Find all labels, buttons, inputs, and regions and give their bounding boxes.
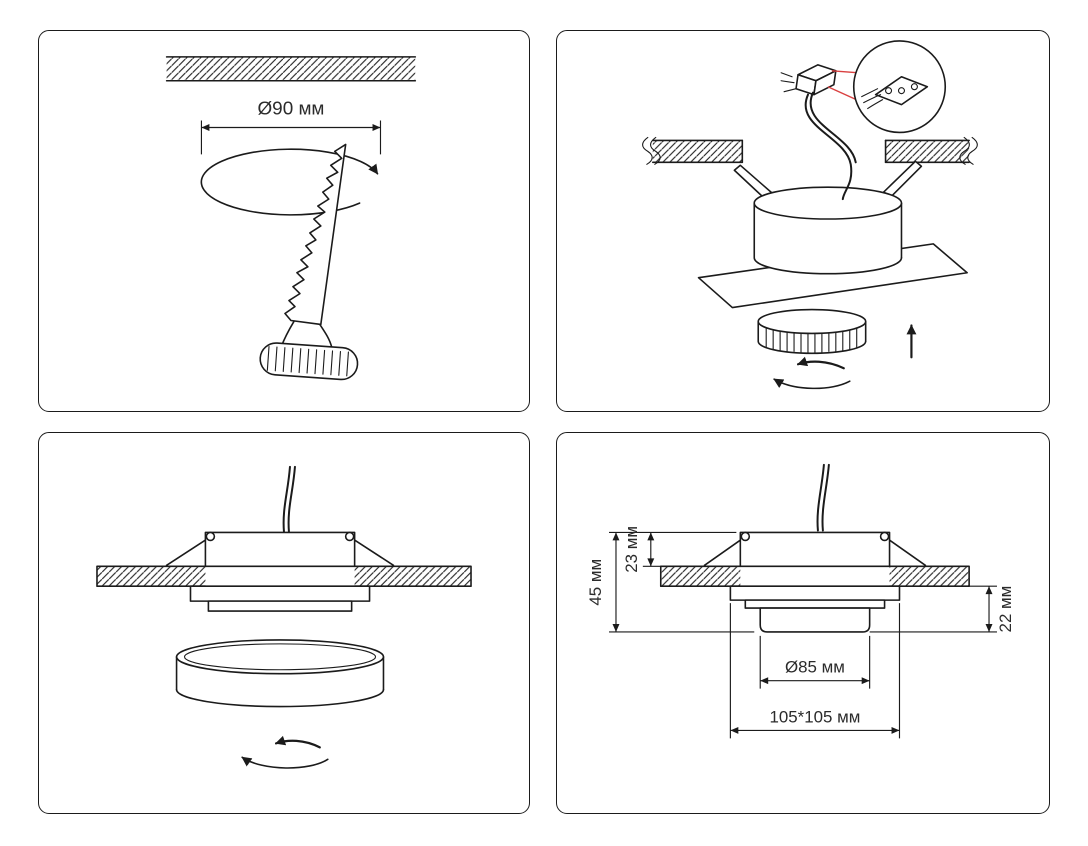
spring-pivot bbox=[205, 531, 216, 542]
keyhole-saw-icon bbox=[259, 143, 359, 381]
dimensions-illustration: 45 мм 23 мм 22 мм Ø85 мм bbox=[586, 463, 1015, 739]
lamp-diameter-label: Ø85 мм bbox=[785, 658, 845, 677]
protrusion-label: 22 мм bbox=[996, 586, 1015, 633]
dimension-lamp-diameter: Ø85 мм bbox=[759, 635, 871, 689]
terminal-detail-circle bbox=[852, 40, 947, 134]
ceiling-section bbox=[165, 56, 417, 82]
trim-inner-step bbox=[207, 600, 353, 612]
panel-dimensions: 45 мм 23 мм 22 мм Ø85 мм bbox=[556, 432, 1050, 814]
spring-clips bbox=[703, 538, 927, 567]
dimension-recess-height: 23 мм bbox=[622, 526, 661, 573]
trim-flange bbox=[729, 585, 901, 601]
supply-wire bbox=[282, 465, 296, 534]
overall-height-label: 45 мм bbox=[586, 559, 605, 606]
saw-handle bbox=[259, 342, 359, 381]
supply-wire bbox=[804, 91, 857, 201]
trim-size-label: 105*105 мм bbox=[769, 707, 860, 726]
fixture-housing bbox=[739, 531, 891, 568]
lamp bbox=[759, 607, 871, 633]
fixture-body bbox=[753, 186, 903, 275]
hole-circle-arrow bbox=[200, 148, 379, 216]
lamp bbox=[175, 639, 385, 708]
wiring-illustration bbox=[642, 40, 978, 390]
panel-step-mounted bbox=[38, 432, 530, 814]
rotate-arrow-icon bbox=[773, 356, 851, 390]
break-mark-left bbox=[642, 136, 661, 165]
cut-hole-illustration: Ø90 мм bbox=[165, 56, 417, 381]
ceiling-section bbox=[659, 565, 970, 587]
hole-diameter-label: Ø90 мм bbox=[257, 99, 324, 120]
spring-clips bbox=[165, 538, 395, 567]
spring-pivot bbox=[879, 531, 890, 542]
mounted-illustration bbox=[96, 465, 472, 769]
panel-step-cut-hole: Ø90 мм bbox=[38, 30, 530, 412]
wire-connector bbox=[780, 64, 837, 96]
supply-wire bbox=[816, 463, 830, 532]
spring-pivot bbox=[344, 531, 355, 542]
dimension-protrusion: 22 мм bbox=[869, 585, 1015, 633]
recess-height-label: 23 мм bbox=[622, 526, 641, 573]
panel-step-wiring bbox=[556, 30, 1050, 412]
trim-flange bbox=[189, 585, 371, 602]
spring-clips bbox=[733, 160, 923, 199]
ceiling-section bbox=[96, 565, 472, 587]
ceiling-section bbox=[642, 136, 978, 165]
fixture-housing bbox=[204, 531, 356, 568]
dimension-trim-size: 105*105 мм bbox=[729, 603, 901, 739]
lamp bbox=[757, 308, 867, 355]
rotate-arrow-icon bbox=[241, 735, 329, 769]
spring-pivot bbox=[740, 531, 751, 542]
hole-diameter-dimension: Ø90 мм bbox=[200, 99, 382, 155]
trim-inner-step bbox=[744, 599, 886, 609]
break-mark-right bbox=[959, 136, 978, 165]
